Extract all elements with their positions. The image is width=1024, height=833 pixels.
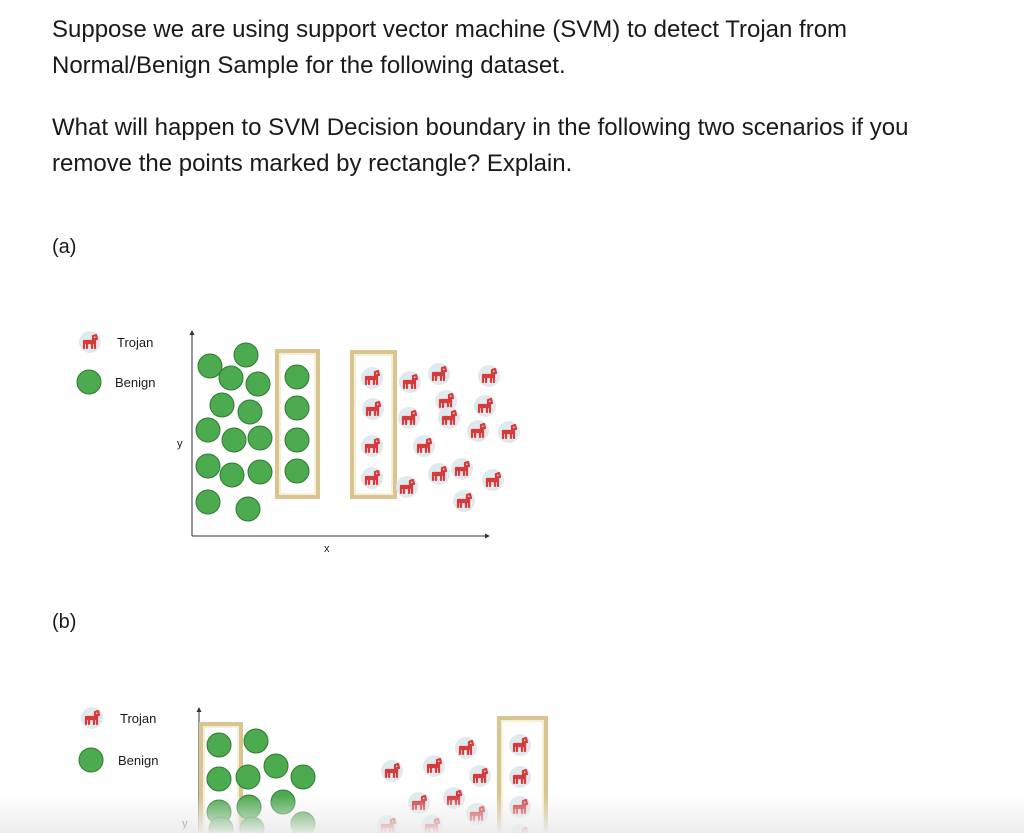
trojan-highlight-rectangle: [497, 716, 548, 833]
legend-trojan-label: Trojan: [120, 711, 156, 726]
trojan-point: [398, 407, 420, 429]
trojan-point: [509, 734, 531, 756]
benign-point: [206, 732, 232, 758]
trojan-point: [482, 469, 504, 491]
legend-benign-icon: [78, 747, 104, 773]
scenario-a-points: [195, 342, 520, 522]
benign-point: [284, 364, 310, 390]
y-axis-arrow: [189, 330, 195, 335]
x-axis-arrow: [485, 533, 490, 539]
benign-point: [76, 369, 102, 395]
trojan-point: [435, 390, 457, 412]
x-axis-label: x: [324, 543, 330, 555]
trojan-point: [474, 395, 496, 417]
y-axis-arrow: [196, 707, 202, 712]
benign-point: [245, 371, 271, 397]
trojan-point: [396, 476, 418, 498]
bottom-fade: [0, 795, 1024, 833]
benign-point: [235, 496, 261, 522]
trojan-point: [455, 737, 477, 759]
benign-point: [243, 728, 269, 754]
benign-point: [195, 453, 221, 479]
legend-benign-label: Benign: [118, 753, 158, 768]
benign-point: [78, 747, 104, 773]
scenario-b-figure: Trojan Benign y: [0, 695, 560, 833]
benign-point: [219, 462, 245, 488]
trojan-point: [423, 755, 445, 777]
trojan-point: [361, 435, 383, 457]
trojan-point: [381, 760, 403, 782]
trojan-point: [509, 766, 531, 788]
benign-point: [247, 425, 273, 451]
legend-benign-icon: [76, 369, 102, 395]
benign-point: [235, 764, 261, 790]
y-axis-label: y: [177, 438, 183, 450]
trojan-point: [478, 365, 500, 387]
trojan-point: [451, 458, 473, 480]
benign-point: [197, 353, 223, 379]
trojan-point: [79, 331, 101, 353]
benign-point: [195, 417, 221, 443]
trojan-point: [428, 463, 450, 485]
legend-benign-label: Benign: [115, 375, 155, 390]
trojan-point: [453, 490, 475, 512]
trojan-point: [361, 367, 383, 389]
scenario-a-label: (a): [52, 236, 77, 258]
trojan-point: [498, 421, 520, 443]
trojan-point: [399, 371, 421, 393]
benign-point: [290, 764, 316, 790]
trojan-point: [428, 363, 450, 385]
legend-trojan-icon: [79, 331, 101, 353]
benign-point: [195, 489, 221, 515]
benign-point: [263, 753, 289, 779]
benign-point: [221, 427, 247, 453]
trojan-point: [413, 435, 435, 457]
benign-point: [247, 459, 273, 485]
benign-point: [206, 766, 232, 792]
trojan-point: [361, 467, 383, 489]
benign-point: [218, 365, 244, 391]
benign-point: [284, 395, 310, 421]
trojan-point: [438, 407, 460, 429]
scenario-b-label: (b): [52, 611, 77, 633]
question-paragraph-2: What will happen to SVM Decision boundar…: [52, 114, 909, 177]
trojan-point: [81, 707, 103, 729]
benign-point: [233, 342, 259, 368]
trojan-highlight-rectangle: [350, 350, 397, 499]
trojan-point: [467, 420, 489, 442]
scenario-a-figure: Trojan Benign y x: [0, 320, 560, 560]
legend-trojan-icon: [81, 707, 103, 729]
benign-point: [209, 392, 235, 418]
question-paragraph-1: Suppose we are using support vector mach…: [52, 16, 848, 79]
legend-trojan-label: Trojan: [117, 335, 153, 350]
scenario-a-plot: Trojan Benign y x: [76, 330, 520, 555]
benign-point: [284, 458, 310, 484]
benign-point: [284, 427, 310, 453]
trojan-point: [362, 398, 384, 420]
scenario-b-plot: Trojan Benign y: [78, 707, 548, 833]
benign-point: [237, 399, 263, 425]
trojan-point: [469, 765, 491, 787]
benign-highlight-rectangle: [275, 349, 320, 499]
